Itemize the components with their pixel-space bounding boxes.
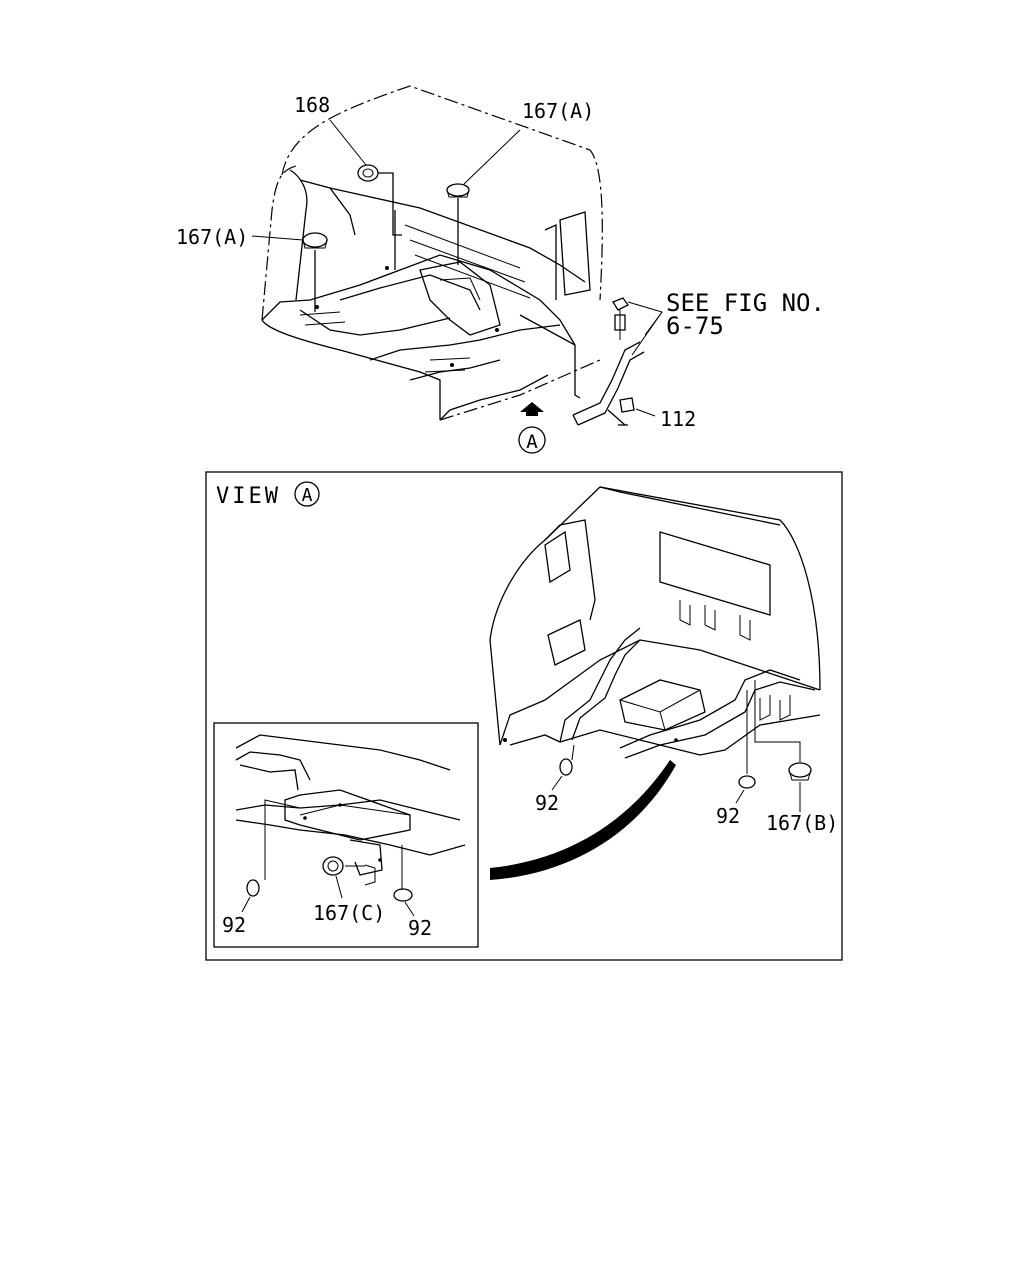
callout-167a-right: 167(A) [522, 99, 594, 123]
see-fig-label: SEE FIG NO. [666, 289, 825, 317]
callout-167a-left: 167(A) [176, 225, 248, 249]
callout-112: 112 [660, 407, 696, 431]
detail-callout-167c: 167(C) [313, 901, 385, 925]
view-marker-letter: A [526, 431, 538, 453]
view-a-title-letter: A [302, 485, 313, 506]
cab-floor-drawing [261, 85, 603, 421]
cab-underside-drawing [489, 486, 821, 759]
detail-grommet-92-left-icon [241, 879, 260, 913]
callout-167b: 167(B) [766, 811, 838, 835]
detail-callout-92-left: 92 [222, 913, 246, 937]
nut-112-icon [619, 397, 656, 417]
grommet-92-left-icon [551, 744, 575, 791]
detail-grommet-92-right-icon [393, 888, 415, 917]
see-fig-number: 6-75 [666, 312, 724, 340]
screw-icon [612, 297, 629, 340]
plug-167b-icon [754, 680, 812, 812]
view-a-title-circle-icon [294, 481, 320, 507]
bracket-drawing [519, 314, 645, 426]
callout-92-right: 92 [716, 804, 740, 828]
callout-168: 168 [294, 93, 330, 117]
detail-callout-92-right: 92 [408, 916, 432, 940]
plug-167a-right-icon [446, 183, 470, 265]
detail-plug-167c-icon [322, 856, 344, 899]
view-a-title: VIEW [216, 484, 281, 509]
detail-inset-drawing [235, 734, 466, 890]
plug-168-icon [357, 164, 402, 236]
leader-167a-right [463, 129, 521, 185]
view-a-frame [205, 471, 843, 961]
grommet-92-right-icon [735, 690, 756, 804]
callout-92-left: 92 [535, 791, 559, 815]
leader-167a-left [251, 235, 304, 241]
leader-168 [329, 119, 367, 166]
view-marker-circle-icon [518, 426, 546, 454]
view-direction-arrow-icon [520, 402, 544, 416]
detail-connector-arc [490, 760, 676, 880]
detail-inset-frame [213, 722, 479, 948]
